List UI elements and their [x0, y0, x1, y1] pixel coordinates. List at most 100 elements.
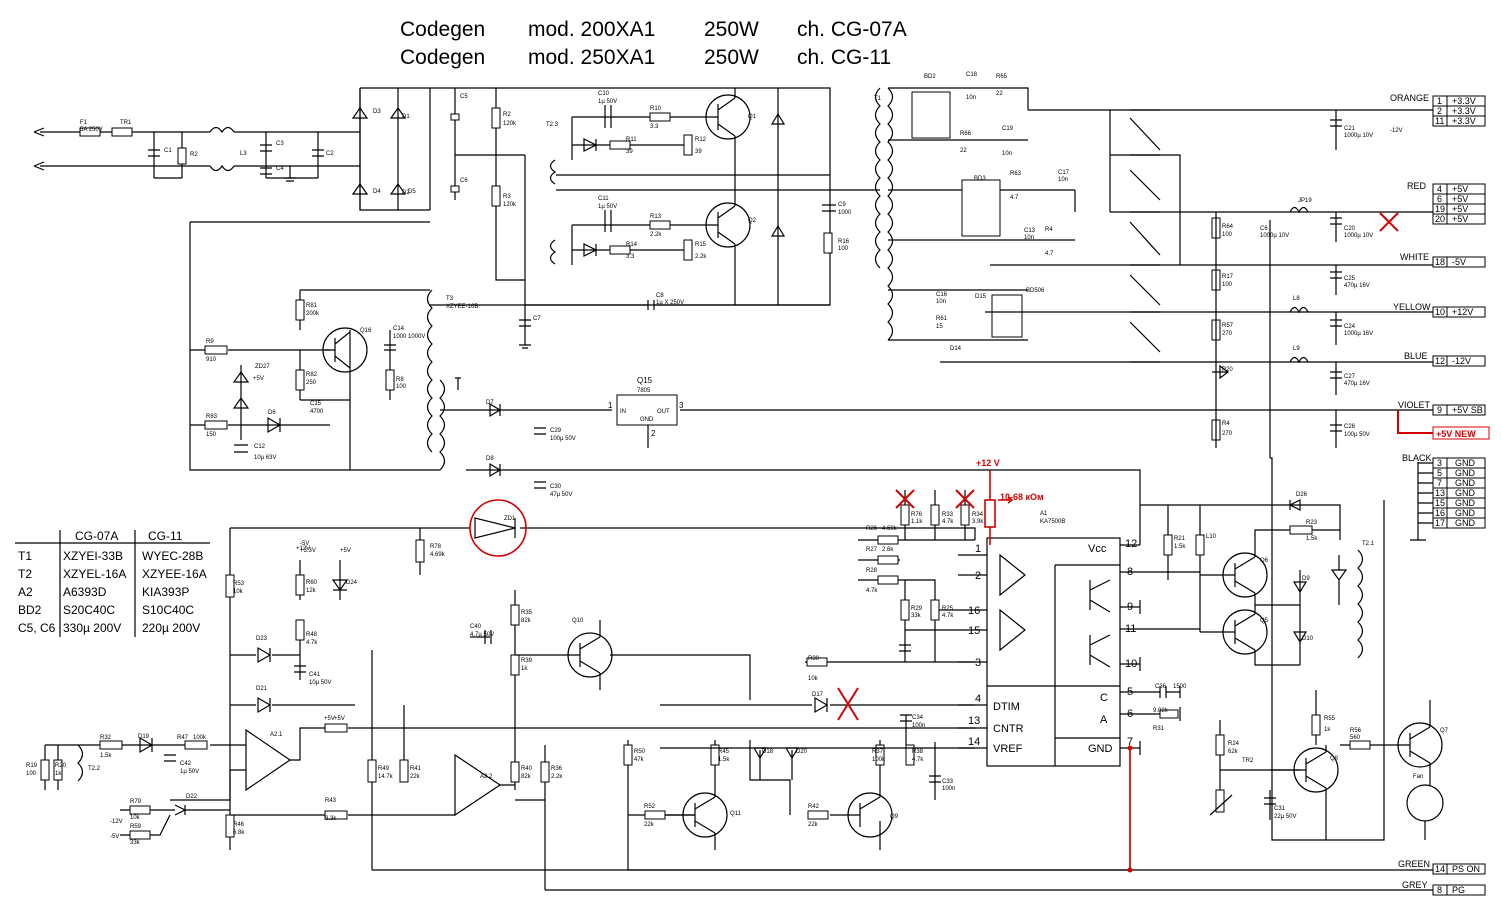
component-label: 1500	[1173, 684, 1187, 690]
component-label: D14	[950, 346, 962, 352]
component-label: R27	[866, 547, 878, 553]
component-label: R52	[644, 804, 656, 810]
component-label: ZD1	[504, 516, 516, 522]
component-label: R11	[626, 137, 637, 143]
pin-value: PG	[1452, 885, 1465, 895]
component-label: 22k	[808, 822, 819, 828]
component-label: C8	[656, 293, 664, 299]
standby-section	[189, 221, 461, 471]
component-label: +5V	[340, 548, 351, 554]
color-white: WHITE	[1400, 252, 1429, 262]
component-label: R26	[866, 526, 878, 532]
component-label: R83	[206, 414, 218, 420]
ic-a1-labels: Vcc DTIM CNTR VREF C A GND	[993, 543, 1113, 755]
label-plus12v: +12 V	[976, 458, 1000, 468]
color-green: GREEN	[1398, 859, 1430, 869]
pin-label: 17	[1435, 518, 1445, 528]
component-label: 22	[996, 91, 1003, 97]
component-label: 1000	[838, 210, 852, 216]
component-label: 10n	[1024, 235, 1034, 241]
q15-gnd: GND	[640, 417, 654, 423]
component-label: R30	[808, 656, 820, 662]
component-label: D8	[486, 456, 494, 462]
component-label: T2.2	[88, 766, 101, 772]
component-label: R12	[695, 137, 707, 143]
component-label: Q10	[572, 618, 584, 624]
component-label: +5V	[253, 376, 264, 382]
component-label: C17	[1058, 170, 1070, 176]
pin-6: 6	[1127, 708, 1133, 720]
ic-label-dtim: DTIM	[993, 701, 1020, 713]
title-brand-2: Codegen	[400, 46, 485, 69]
component-label: 1k	[1324, 727, 1331, 733]
ic-a1-name: A1	[1040, 511, 1048, 517]
component-label: 4.7k	[866, 588, 878, 594]
pin-label: 12	[1435, 356, 1445, 366]
pin-14: 14	[968, 736, 980, 748]
component-label: 15	[936, 324, 943, 330]
pin-15: 15	[968, 625, 980, 637]
component-label: R29	[911, 606, 923, 612]
q15-in: IN	[620, 409, 626, 415]
component-label: 10k	[233, 589, 244, 595]
pin-11: 11	[1125, 623, 1136, 635]
pin-label: 20	[1435, 214, 1445, 224]
component-label: 100n	[942, 786, 955, 792]
pin-value: GND	[1455, 498, 1476, 508]
component-label: 100	[838, 246, 849, 252]
q15-out: OUT	[657, 409, 670, 415]
component-label: D21	[256, 686, 268, 692]
component-label: JP19	[1298, 198, 1312, 204]
pin-value: +5V	[1452, 184, 1468, 194]
component-label: BD3	[974, 176, 986, 182]
component-label: D4	[373, 189, 381, 195]
component-label: BD506	[1026, 288, 1045, 294]
pin-value: +5V	[1452, 214, 1468, 224]
color-yellow: YELLOW	[1393, 302, 1431, 312]
component-label: 1000 1000V	[393, 334, 425, 340]
q15-pin2: 2	[651, 429, 656, 438]
component-label: R20	[55, 763, 67, 769]
component-label: -12V	[110, 819, 123, 825]
component-label: D24	[346, 580, 358, 586]
pin-value: +3.3V	[1452, 96, 1476, 106]
pin-value: -5V	[1452, 257, 1466, 267]
ic-label-a: A	[1100, 714, 1108, 726]
component-label: R38	[912, 749, 924, 755]
pin-label: 18	[1435, 257, 1445, 267]
pin-4: 4	[975, 693, 981, 705]
pin-1: 1	[975, 543, 981, 555]
component-label: C11	[598, 196, 609, 202]
component-label: 3.3	[626, 254, 635, 260]
component-label: R81	[306, 303, 318, 309]
component-label: D18	[762, 749, 774, 755]
component-label: 10n	[966, 95, 976, 101]
component-label: D23	[256, 636, 268, 642]
component-label: D10	[1302, 636, 1314, 642]
component-label: 100	[1222, 282, 1233, 288]
component-label: 47k	[634, 757, 645, 763]
component-label: R36	[551, 766, 563, 772]
color-orange: ORANGE	[1390, 93, 1429, 103]
ic-a1-pins-right: 12 8 9 11 10 5 6 7	[1125, 538, 1137, 748]
component-label: 1.5k	[1306, 536, 1318, 542]
component-label: R32	[100, 735, 112, 741]
pin-8: 8	[1127, 566, 1133, 578]
title-power-2: 250W	[704, 46, 759, 69]
component-label: R42	[808, 804, 820, 810]
table-cell: WYEC-28B	[142, 549, 203, 563]
component-label: 2.2k	[551, 774, 563, 780]
component-label: 62k	[1228, 749, 1239, 755]
component-label: R55	[1324, 716, 1336, 722]
component-label: D2	[402, 190, 410, 196]
table-cell: XZYEI-33B	[63, 549, 123, 563]
component-label: 4.7µ 50V	[470, 632, 494, 638]
component-label: Q5	[1260, 618, 1269, 624]
ic-a1-part: KA7500B	[1040, 519, 1065, 525]
component-label: C9	[838, 202, 846, 208]
component-label: R53	[233, 581, 245, 587]
component-label: R57	[1222, 323, 1234, 329]
component-label: 10µ 50V	[309, 680, 331, 686]
component-label: 3.3k	[325, 816, 337, 822]
component-label: C6	[1260, 226, 1268, 232]
